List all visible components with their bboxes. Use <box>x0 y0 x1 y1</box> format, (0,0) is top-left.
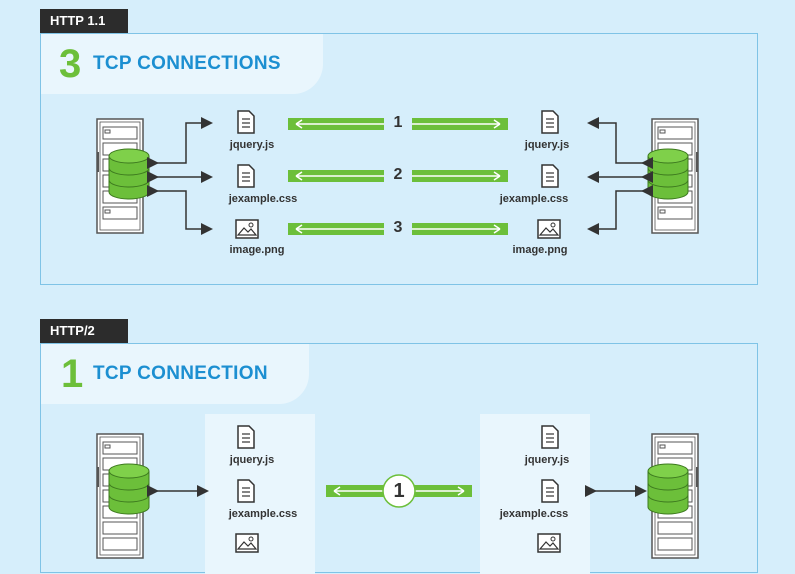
http2-section-tag: HTTP/2 <box>40 319 128 343</box>
connection-number: 3 <box>393 219 403 236</box>
file-label: image.png <box>512 244 568 256</box>
file-label: jexample.css <box>499 508 569 520</box>
file-label: jquery.js <box>229 139 275 151</box>
connection-arrow <box>326 474 472 508</box>
document-icon <box>237 425 255 449</box>
connection-number: 1 <box>393 114 403 131</box>
server-icon <box>647 433 699 559</box>
document-icon <box>237 110 255 134</box>
server-icon <box>96 118 150 234</box>
server-icon <box>96 433 150 559</box>
http11-connection-count: 3 <box>59 42 82 86</box>
image-icon <box>235 533 259 553</box>
file-label: jquery.js <box>524 139 570 151</box>
file-label: jquery.js <box>524 454 570 466</box>
connection-arrow <box>288 168 508 184</box>
server-icon <box>647 118 699 234</box>
http11-title-box: 3 TCP CONNECTIONS <box>41 34 323 94</box>
http11-right-connector-arrows <box>587 117 653 235</box>
double-arrow <box>585 485 647 497</box>
http11-title: TCP CONNECTIONS <box>93 53 281 74</box>
http2-panel: 1 TCP CONNECTION <box>40 343 758 573</box>
http11-left-connector-arrows <box>147 117 213 235</box>
http2-title: TCP CONNECTION <box>93 363 268 384</box>
connection-number: 2 <box>393 166 403 183</box>
image-icon <box>537 219 561 239</box>
connection-arrow <box>288 116 508 132</box>
http11-section-tag: HTTP 1.1 <box>40 9 128 33</box>
document-icon <box>541 425 559 449</box>
file-label: jexample.css <box>228 508 298 520</box>
document-icon <box>541 479 559 503</box>
image-icon <box>235 219 259 239</box>
image-icon <box>537 533 561 553</box>
connection-arrow <box>288 221 508 237</box>
document-icon <box>237 164 255 188</box>
http2-left-file-group <box>205 414 315 574</box>
http2-right-file-group <box>480 414 590 574</box>
file-label: image.png <box>229 244 285 256</box>
file-label: jexample.css <box>228 193 298 205</box>
document-icon <box>237 479 255 503</box>
http2-connection-count: 1 <box>61 352 84 396</box>
document-icon <box>541 110 559 134</box>
file-label: jquery.js <box>229 454 275 466</box>
connection-number: 1 <box>393 480 405 502</box>
document-icon <box>541 164 559 188</box>
file-label: jexample.css <box>499 193 569 205</box>
http2-title-box: 1 TCP CONNECTION <box>41 344 309 404</box>
double-arrow <box>147 485 209 497</box>
